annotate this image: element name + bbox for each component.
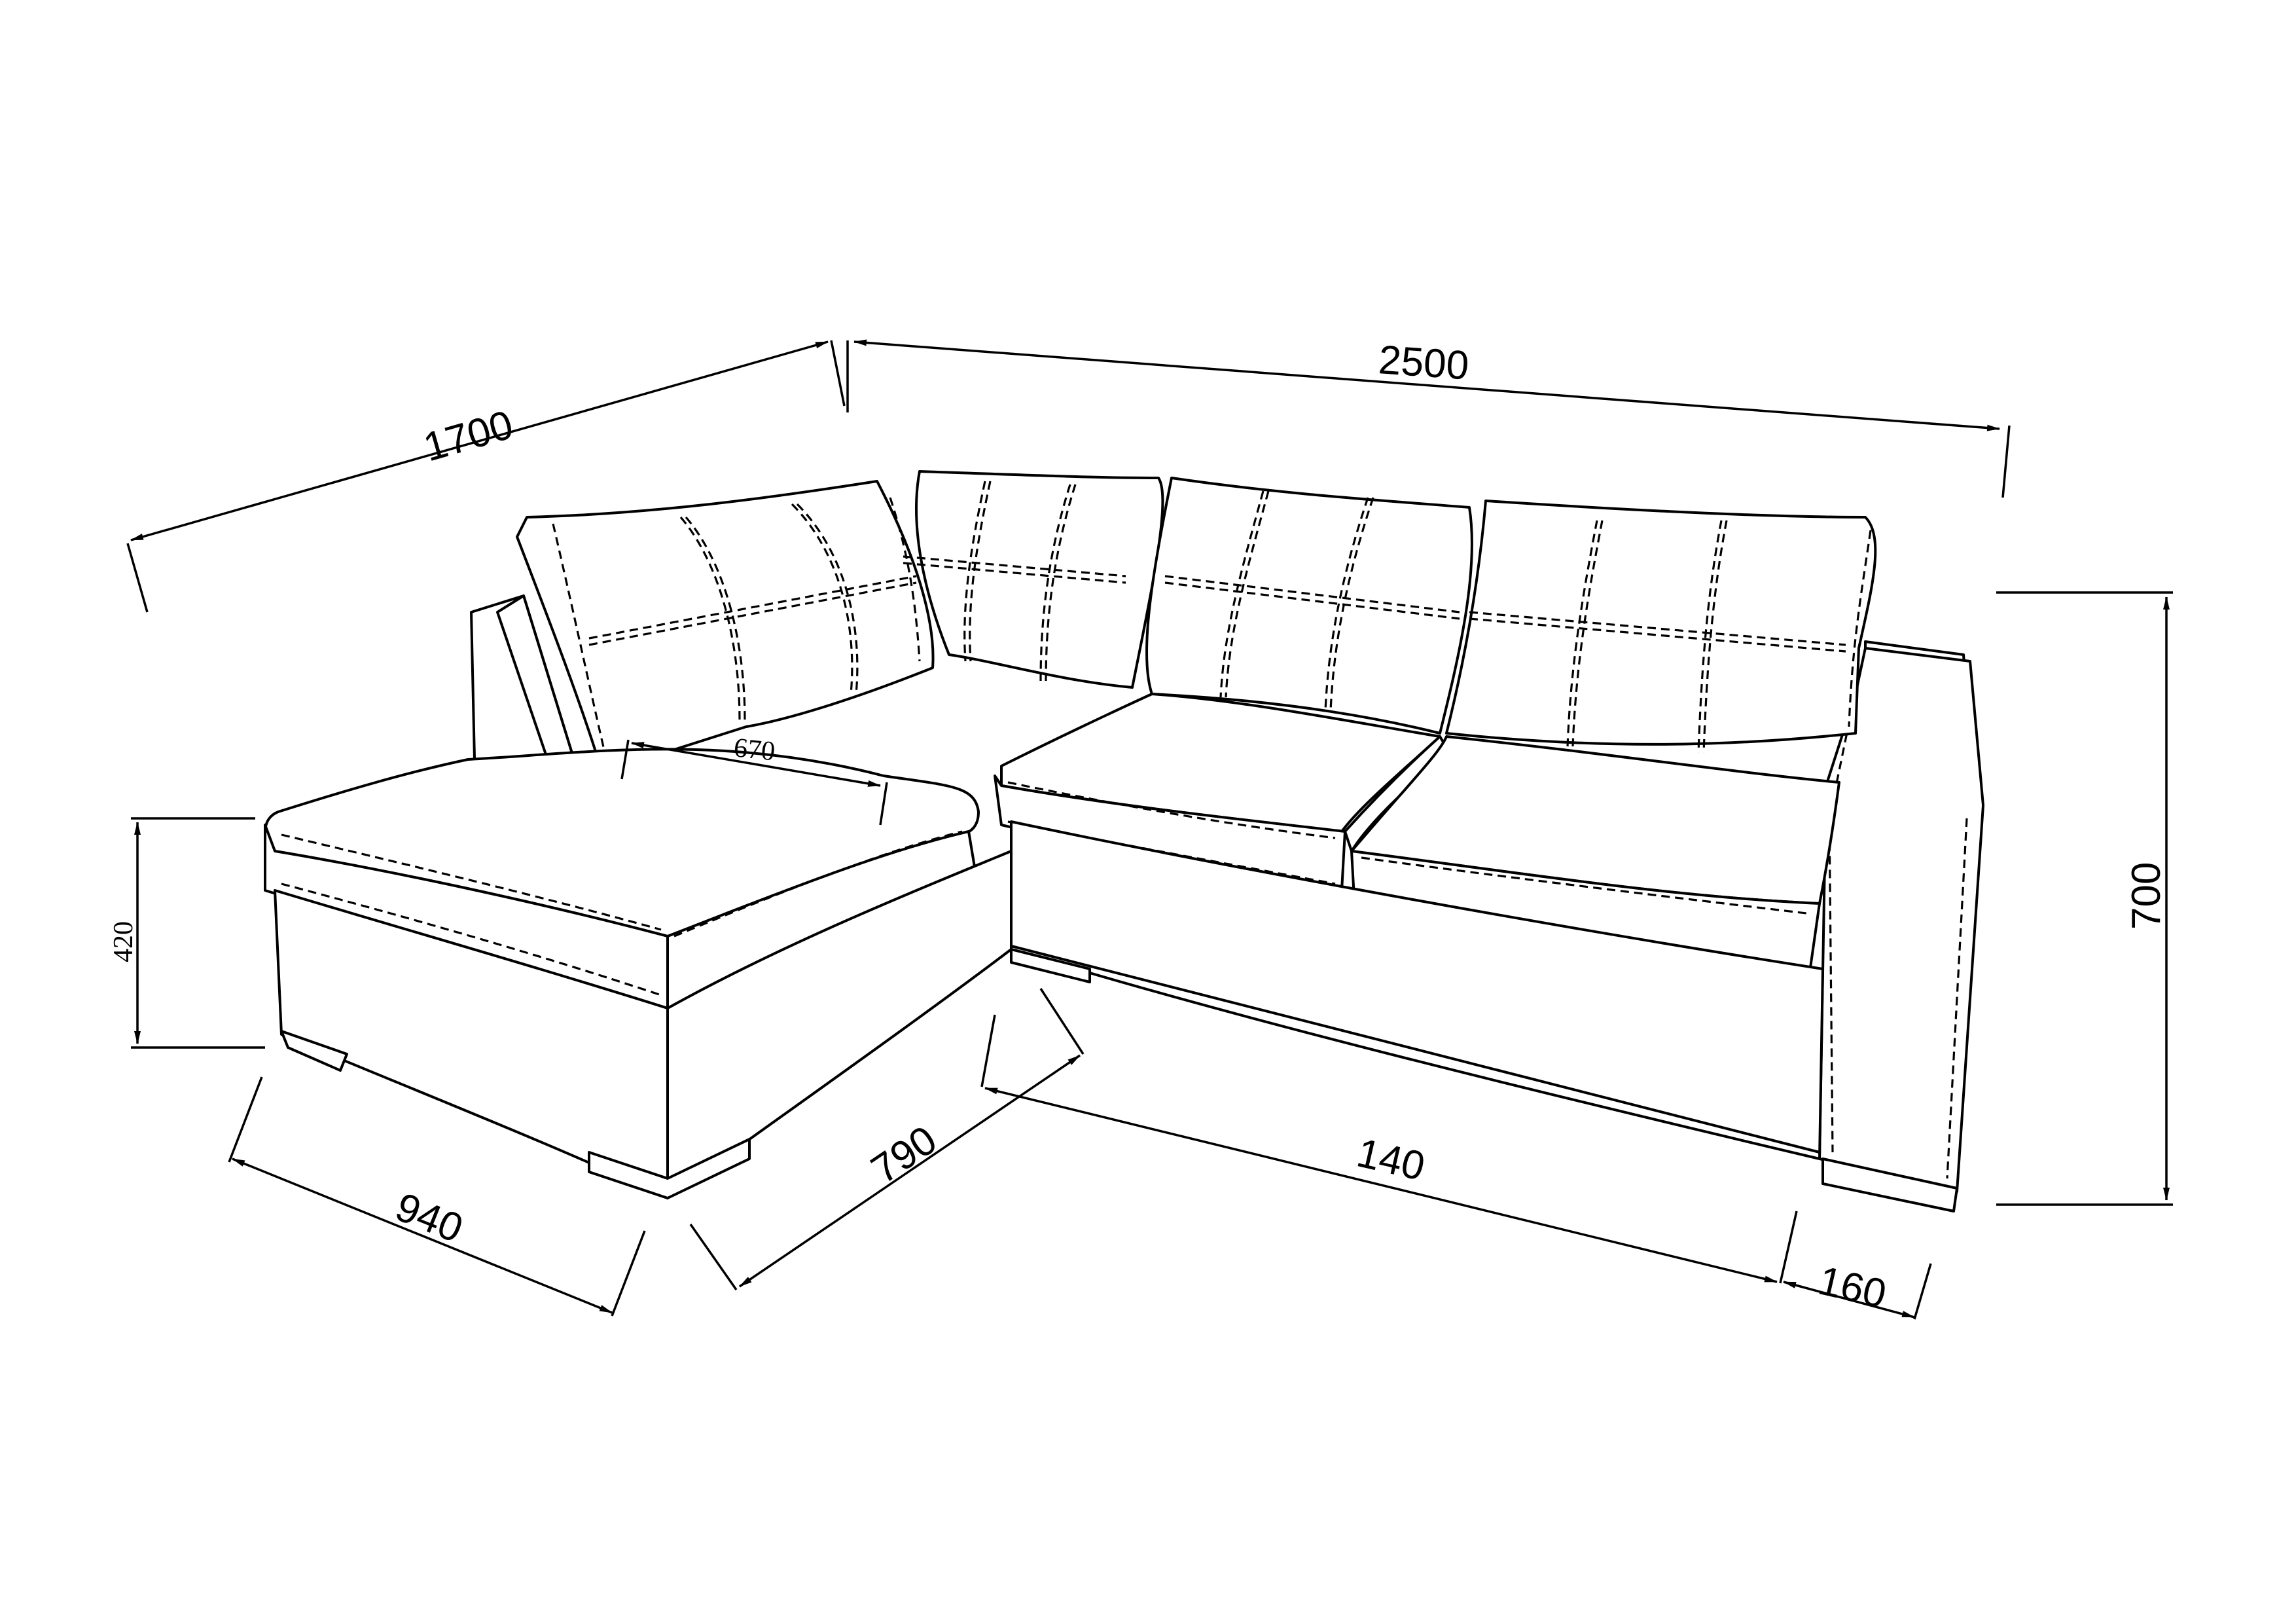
dimension-670: 670 [620,733,888,826]
chaise-seat [264,748,980,1010]
back-cushion-3 [1145,477,1473,735]
back-cushion-4 [1445,500,1877,754]
label-160: 160 [1814,1258,1890,1317]
label-2500: 2500 [1377,337,1470,388]
label-940: 940 [389,1184,469,1252]
label-670: 670 [732,733,776,767]
label-790: 790 [863,1118,944,1193]
dimension-700: 700 [1996,591,2173,1206]
sofa-drawing [264,470,1984,1213]
dimension-160: 160 [1783,1258,1932,1320]
left-armrest [470,594,577,767]
back-cushion-2 [903,470,1164,689]
main-base [1010,820,1824,1160]
right-armrest [1818,640,1984,1213]
label-700: 700 [2124,862,2169,930]
dimension-420: 420 [109,817,265,1049]
label-1700: 1700 [419,402,518,470]
back-cushion-1 [516,480,935,774]
dimension-2500: 2500 [846,337,2011,498]
middle-seat [994,693,1451,892]
label-420: 420 [109,921,139,962]
